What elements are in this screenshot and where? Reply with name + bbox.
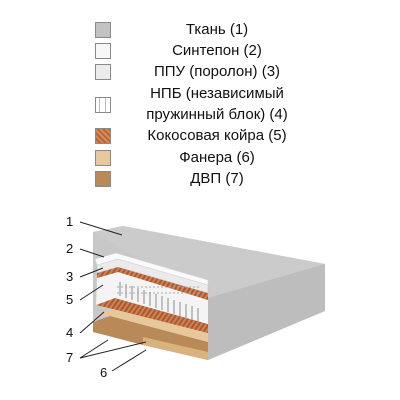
- legend-label-spring-block: НПБ (независимый пружинный блок) (4): [146, 85, 288, 123]
- callout-4: 4: [66, 325, 73, 340]
- callout-3: 3: [66, 269, 73, 284]
- legend-label-foam: ППУ (поролон) (3): [153, 63, 281, 80]
- springs: [117, 282, 201, 322]
- mattress-cross-section: 1 2 3 5 4 7 6: [66, 214, 325, 380]
- legend-label-sintepon: Синтепон (2): [172, 42, 262, 59]
- callout-1: 1: [66, 214, 73, 229]
- legend-label-coconut: Кокосовая койра (5): [147, 127, 287, 144]
- callout-5: 5: [66, 292, 73, 307]
- fabric-top-face: [93, 226, 325, 298]
- callout-7: 7: [66, 350, 73, 365]
- legend-label-fibreboard: ДВП (7): [190, 170, 244, 187]
- callout-lines: [79, 221, 147, 372]
- swatch-spring-block: [95, 97, 111, 113]
- plywood-layer: [95, 309, 208, 342]
- swatch-coconut: [95, 128, 111, 144]
- coconut-coir-lower: [96, 298, 208, 333]
- swatch-sintepon: [95, 43, 111, 59]
- legend-label-plywood: Фанера (6): [179, 149, 255, 166]
- swatch-fibreboard: [95, 171, 111, 187]
- swatch-plywood: [95, 150, 111, 166]
- callout-6: 6: [100, 365, 107, 380]
- plywood-side: [143, 337, 208, 360]
- sintepon-layer: [94, 252, 209, 286]
- swatch-fabric: [95, 22, 111, 38]
- fabric-front-face: [208, 264, 325, 360]
- materials-legend: Ткань (1) Синтепон (2) ППУ (поролон) (3)…: [95, 21, 288, 187]
- swatch-foam: [95, 64, 111, 80]
- callout-2: 2: [66, 241, 73, 256]
- legend-label-fabric: Ткань (1): [185, 21, 249, 38]
- coconut-coir-upper: [97, 267, 208, 300]
